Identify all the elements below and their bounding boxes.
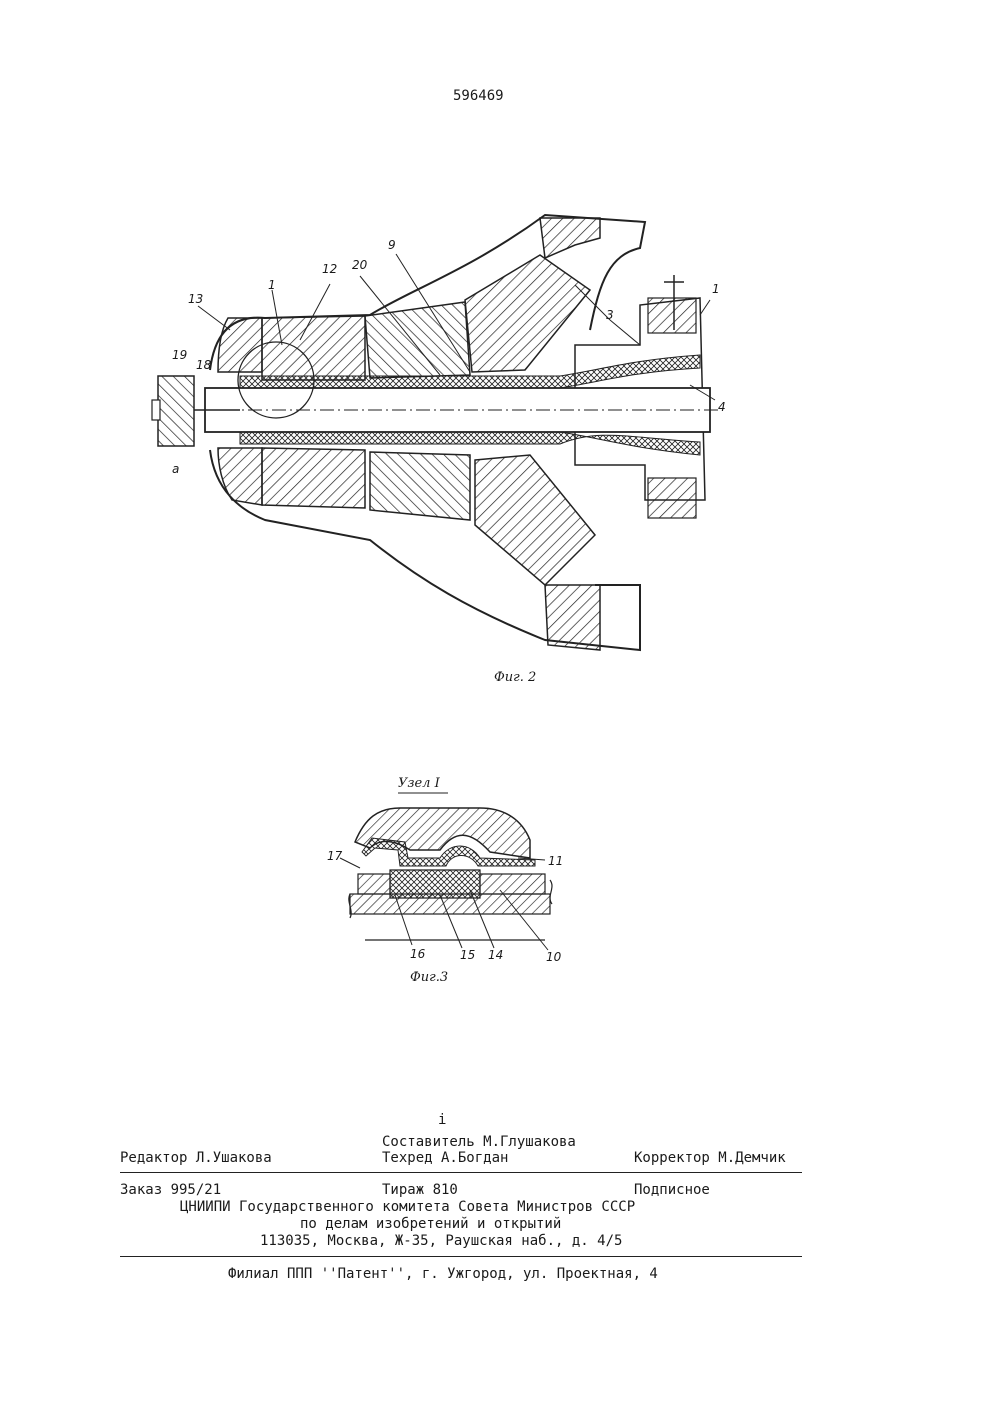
fig3-title: Узел I — [398, 776, 440, 791]
footer-compiler: Составитель М.Глушакова — [382, 1134, 576, 1150]
node-top-body — [355, 808, 530, 858]
fig3-label-10: 10 — [546, 950, 561, 964]
fig3-label-16: 16 — [410, 947, 425, 961]
fig3-caption: Фиг.3 — [410, 970, 448, 985]
footer-subscription: Подписное — [634, 1182, 710, 1198]
fig3-label-14: 14 — [488, 948, 503, 962]
footer-mark: і — [438, 1112, 446, 1128]
footer-rule-top — [120, 1172, 802, 1173]
footer-address: 113035, Москва, Ж-35, Раушская наб., д. … — [260, 1233, 622, 1249]
footer-techred: Техред А.Богдан — [382, 1150, 508, 1166]
footer-corrector: Корректор М.Демчик — [634, 1150, 786, 1166]
node-ring-16 — [358, 874, 390, 894]
footer-branch: Филиал ППП ''Патент'', г. Ужгород, ул. П… — [228, 1266, 658, 1282]
footer-editor: Редактор Л.Ушакова — [120, 1150, 272, 1166]
footer-org-line2: по делам изобретений и открытий — [300, 1216, 561, 1232]
footer-circulation: Тираж 810 — [382, 1182, 458, 1198]
footer-rule-bottom — [120, 1256, 802, 1257]
figure-3-drawing — [0, 0, 1000, 1000]
fig3-label-15: 15 — [460, 948, 475, 962]
fig3-label-17: 17 — [327, 849, 342, 863]
footer-order: Заказ 995/21 — [120, 1182, 221, 1198]
node-base — [350, 894, 550, 914]
node-ring-10 — [480, 874, 545, 894]
footer-org-line1: ЦНИИПИ Государственного комитета Совета … — [180, 1199, 635, 1215]
fig3-label-11: 11 — [548, 854, 563, 868]
